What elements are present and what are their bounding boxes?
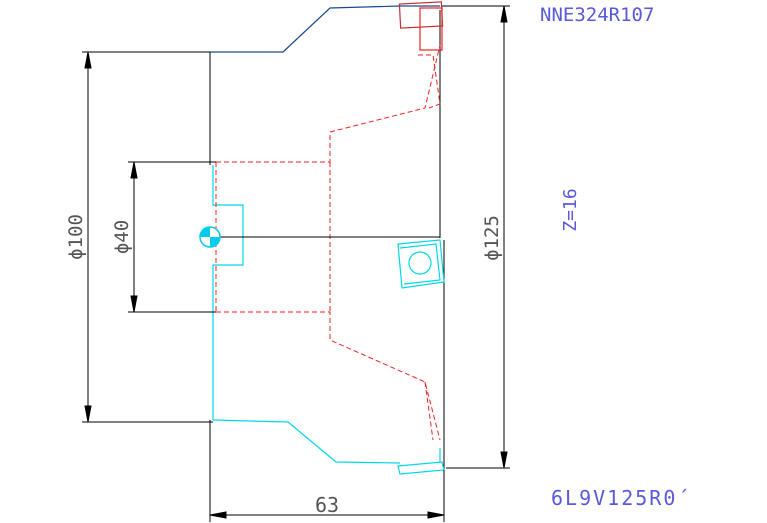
top-insert xyxy=(398,1,444,51)
teeth-count-label: Z=16 xyxy=(560,188,581,231)
hidden-lines xyxy=(215,44,441,441)
body-outline-upper xyxy=(210,5,401,53)
bottom-insert xyxy=(397,461,445,475)
insert-code-label: 6L9V125R0´ xyxy=(551,486,691,510)
center-mark-icon xyxy=(199,226,221,248)
body-diameter-label: ϕ100 xyxy=(65,214,87,260)
dimension-outer-diameter xyxy=(442,5,510,469)
bore-diameter-label: ϕ40 xyxy=(111,220,133,254)
height-label: 63 xyxy=(315,493,339,517)
body-outline-cyan xyxy=(212,165,441,464)
dimension-bore-diameter xyxy=(128,161,216,313)
part-number-label: NNE324R107 xyxy=(540,4,654,26)
outer-diameter-label: ϕ125 xyxy=(481,215,503,261)
dimension-height xyxy=(209,420,445,522)
dimension-body-diameter xyxy=(82,51,213,423)
body-edges xyxy=(209,10,445,470)
middle-insert xyxy=(397,239,445,289)
